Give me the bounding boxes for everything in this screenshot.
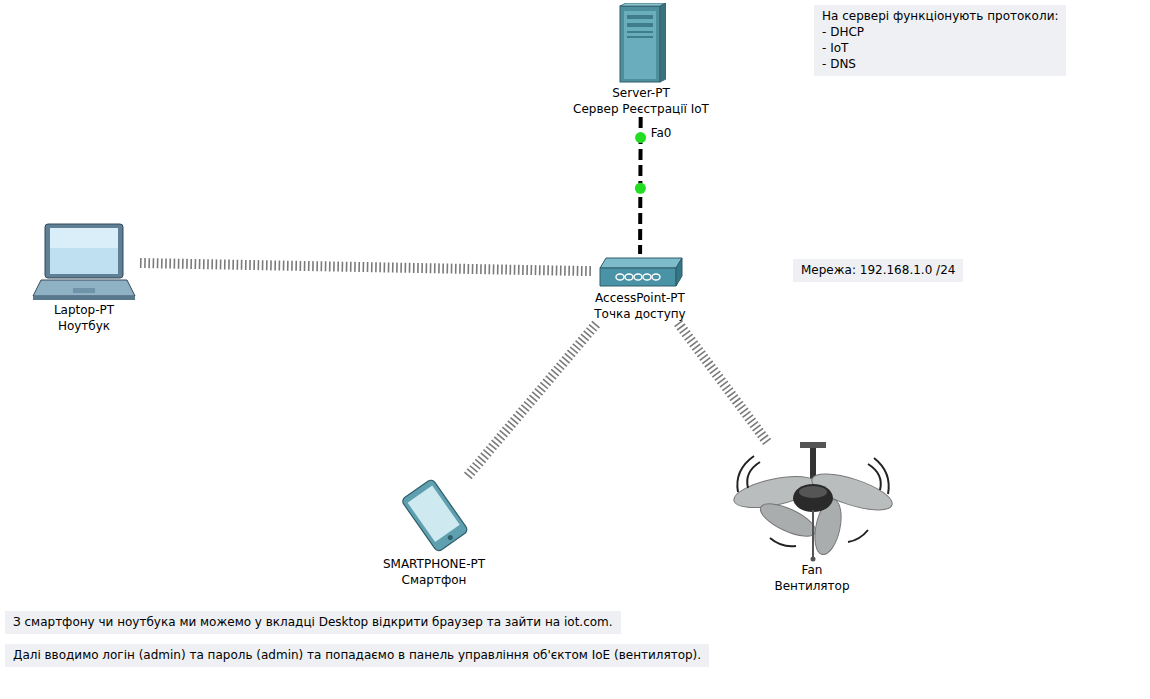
note-text: - DNS [822,56,1058,72]
ap-icon [596,254,684,290]
port-label: Fa0 [649,126,674,140]
wireless-link [677,322,767,442]
note-box: На сервері функціонують протоколи:- DHCP… [814,5,1066,76]
note-box: Мережа: 192.168.1.0 /24 [793,259,963,282]
device-label: Ноутбук [28,318,140,334]
radio-line [140,263,591,271]
fan-icon [730,442,895,562]
device-label: Вентилятор [727,578,898,594]
note-text: Мережа: 192.168.1.0 /24 [801,262,955,278]
link-light [635,132,646,143]
device-node: SMARTPHONE-PTСмартфон [380,476,489,588]
device-label: Laptop-PT [28,302,140,318]
laptop-icon [31,222,137,302]
note-box: З смартфону чи ноутбука ми можемо у вкла… [5,611,621,634]
device-label: AccessPoint-PT [591,290,689,306]
device-label: Точка доступу [591,306,689,322]
radio-line [677,322,767,442]
device-label: Смартфон [380,572,489,588]
server-icon [616,3,666,85]
note-box: Далі вводимо логін (admin) та пароль (ad… [5,644,709,667]
device-label: Server-PT [570,85,712,101]
note-text: На сервері функціонують протоколи: [822,8,1058,24]
device-label: Fan [727,562,898,578]
note-text: З смартфону чи ноутбука ми можемо у вкла… [13,614,613,630]
note-text: - IoT [822,40,1058,56]
device-node: FanВентилятор [727,442,898,594]
device-label: SMARTPHONE-PT [380,556,489,572]
device-node: Laptop-PTНоутбук [28,222,140,334]
device-node: AccessPoint-PTТочка доступу [591,254,689,322]
link-light [635,183,646,194]
radio-line [468,322,598,476]
device-node: Server-PTСервер Реєстрації IoT [570,3,712,117]
device-label: Сервер Реєстрації IoT [570,101,712,117]
wireless-link [468,322,598,476]
wireless-link [140,263,591,271]
note-text: Далі вводимо логін (admin) та пароль (ad… [13,647,701,663]
note-text: - DHCP [822,24,1058,40]
phone-icon [386,476,482,556]
ethernet-link [635,117,646,254]
